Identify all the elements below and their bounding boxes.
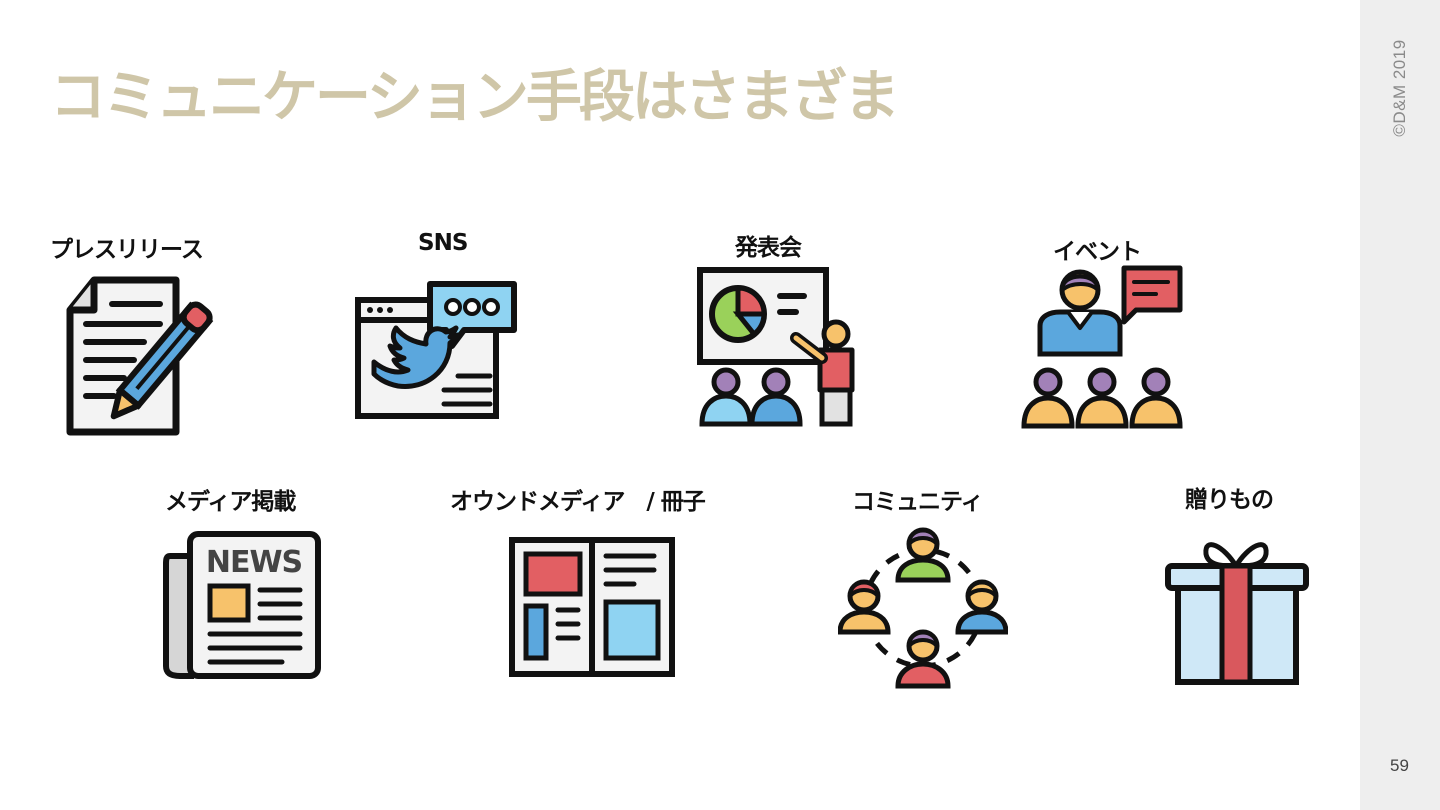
- slide: コミュニケーション手段はさまざま プレスリリース SNS 発表会 イベント メデ…: [50, 65, 1310, 690]
- label-gift: 贈りもの: [1185, 487, 1274, 513]
- magazine-icon: [508, 536, 676, 678]
- newspaper-icon: NEWS: [162, 530, 324, 682]
- press-release-icon: [64, 276, 229, 438]
- side-panel: [1360, 0, 1440, 810]
- gift-icon: [1164, 526, 1310, 688]
- label-event: イベント: [1053, 239, 1142, 265]
- label-community: コミュニティ: [852, 489, 984, 515]
- copyright: ©D&M 2019: [1390, 39, 1409, 137]
- event-icon: [1020, 264, 1186, 432]
- presentation-icon: [696, 266, 862, 430]
- community-icon: [838, 522, 1008, 690]
- label-owned-media: オウンドメディア / 冊子: [450, 489, 706, 515]
- news-text: NEWS: [206, 545, 302, 580]
- label-media: メディア掲載: [165, 489, 296, 515]
- label-press-release: プレスリリース: [50, 237, 204, 263]
- sns-twitter-icon: [354, 280, 522, 422]
- page-number: 59: [1390, 756, 1409, 775]
- label-presentation: 発表会: [735, 235, 802, 261]
- label-sns: SNS: [418, 230, 468, 256]
- page-title: コミュニケーション手段はさまざま: [50, 65, 900, 130]
